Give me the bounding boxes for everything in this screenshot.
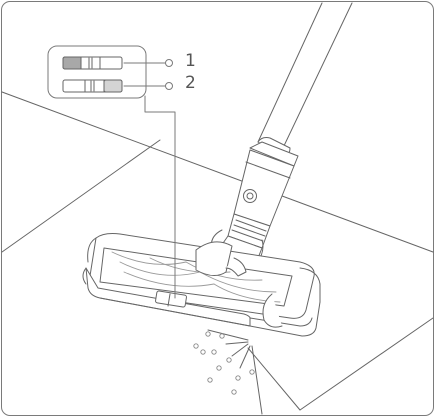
- release-button-icon: [243, 189, 257, 203]
- brush-switch-icon: [155, 290, 187, 308]
- vacuum-wand: [210, 2, 353, 269]
- floor-brush-head: [82, 233, 321, 337]
- switch-callout: [47, 45, 173, 99]
- callout-label-1: 1: [185, 51, 196, 71]
- callout-leader: [144, 95, 176, 299]
- floor-lines: [1, 91, 434, 411]
- mode-switch-right-position-icon: [62, 79, 173, 93]
- dust-trail-lines: [207, 329, 263, 415]
- callout-label-2: 2: [185, 73, 196, 93]
- mode-switch-left-position-icon: [62, 56, 173, 70]
- dust-particles: [193, 331, 255, 395]
